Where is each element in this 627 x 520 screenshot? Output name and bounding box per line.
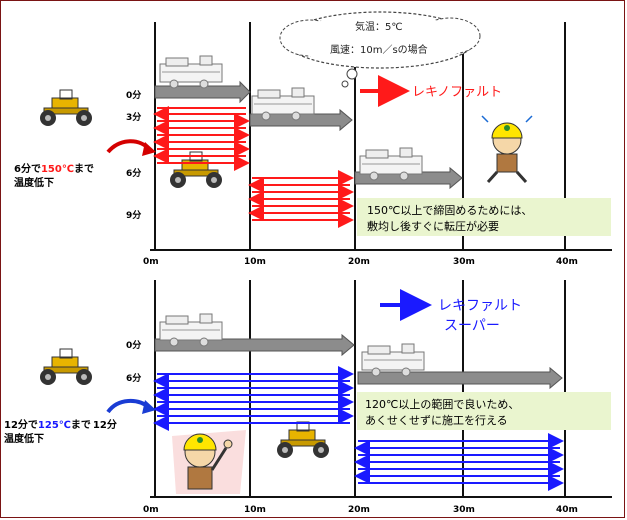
rolling-passes-red-1	[153, 106, 250, 171]
roller-icon	[169, 151, 223, 189]
progress-arrow	[154, 80, 251, 104]
paver-icon	[361, 343, 425, 377]
note-prefix: 12分で	[4, 418, 38, 431]
svg-text:6分で150℃まで: 6分で150℃まで	[14, 162, 94, 175]
time-label-12: 12分	[93, 418, 117, 431]
roller-icon	[276, 421, 330, 459]
progress-arrow	[357, 366, 563, 390]
progress-arrow	[249, 108, 353, 132]
worker-icon	[481, 115, 533, 184]
distance-label: 30m	[453, 505, 475, 515]
legend-line2: スーパー	[444, 318, 500, 334]
info-box	[357, 392, 611, 430]
rolling-passes-red-2	[248, 170, 354, 228]
info-line2: あくせくせずに施工を行える	[365, 414, 508, 427]
time-label-6: 6分	[126, 372, 141, 384]
roller-icon	[39, 89, 93, 127]
note-suffix: まで	[71, 419, 91, 431]
worker-icon	[172, 430, 246, 494]
paver-icon	[159, 55, 223, 89]
rolling-passes-blue-2	[354, 433, 564, 491]
time-label-6: 6分	[126, 167, 141, 179]
distance-label: 20m	[348, 505, 370, 515]
legend-line1: レキファルト	[438, 298, 522, 314]
distance-label: 10m	[244, 257, 266, 267]
note-temp: 150℃	[41, 164, 74, 175]
roller-icon	[39, 348, 93, 386]
time-label-0: 0分	[126, 89, 141, 101]
info-line1: 120℃以上の範囲で良いため、	[365, 397, 519, 411]
distance-label: 40m	[556, 505, 578, 515]
note-prefix: 6分で	[14, 162, 41, 175]
time-label-0: 0分	[126, 339, 141, 351]
time-label-9: 9分	[126, 209, 141, 221]
distance-label: 0m	[143, 257, 159, 267]
info-line1: 150℃以上で締固めるためには、	[367, 203, 532, 217]
time-label-3: 3分	[126, 111, 141, 123]
note-line2: 温度低下	[4, 432, 44, 445]
weather-cloud: 気温：5℃ 風速：10m／sの場合	[279, 11, 481, 88]
top-panel: 気温：5℃ 風速：10m／sの場合 レキノファルト 0分 3分 6分 9分	[14, 11, 612, 267]
bottom-panel: レキファルト スーパー 0分 6分	[4, 280, 612, 515]
distance-label: 40m	[556, 257, 578, 267]
cloud-temperature: 気温：5℃	[355, 20, 403, 33]
distance-label: 10m	[244, 505, 266, 515]
legend-lekinofalt: レキノファルト	[412, 85, 502, 100]
rolling-passes-blue-1	[153, 366, 354, 431]
cloud-wind: 風速：10m／sの場合	[330, 43, 428, 56]
distance-label: 0m	[143, 505, 159, 515]
distance-label: 30m	[453, 257, 475, 267]
distance-label: 20m	[348, 257, 370, 267]
note-suffix: まで	[74, 163, 94, 175]
info-line2: 敷均し後すぐに転圧が必要	[367, 219, 499, 233]
info-box	[357, 198, 611, 236]
note-line2: 温度低下	[14, 176, 54, 189]
note-temp: 125℃	[38, 420, 71, 431]
